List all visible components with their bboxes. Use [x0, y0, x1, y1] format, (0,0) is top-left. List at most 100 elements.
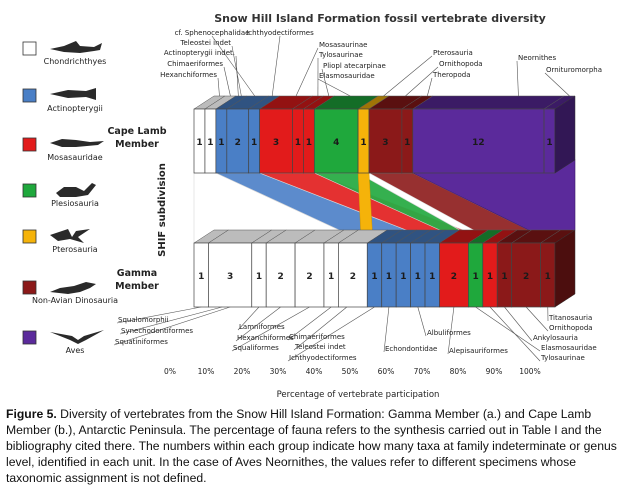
leader-lines [113, 35, 570, 362]
legend: ChondrichthyesActinopterygiiMosasauridae… [22, 41, 118, 355]
label-theropoda-leader [427, 77, 433, 97]
x-axis-label: Percentage of vertebrate participation [277, 390, 440, 400]
gamma-member-segment-7-value: 1 [371, 272, 377, 282]
cape-lamb-member-segment-13-value: 1 [546, 138, 552, 148]
label-elasmosauridae-top-leader [317, 78, 351, 97]
label-squatiniformes-leader [113, 306, 231, 346]
label-squalomorphii-leader [116, 306, 202, 324]
legend-label-non-avian-dinosauria: Non-Avian Dinosauria [32, 296, 118, 305]
label-teleostei-indet-top: Teleostei indet [179, 39, 231, 47]
cape-lamb-member-segment-12 [412, 108, 545, 174]
legend-swatch-plesiosauria [22, 183, 37, 198]
x-tick-8: 80% [450, 367, 467, 376]
gamma-member-segment-9-value: 1 [400, 272, 406, 282]
label-hexanchiformes-top: Hexanchiformes [160, 71, 217, 79]
x-tick-7: 70% [414, 367, 431, 376]
legend-swatch-chondrichthyes [22, 41, 37, 56]
label-pliopl-atecarpinae: Pliopl atecarpinae [323, 62, 386, 70]
label-ornithopoda-bottom-leader [525, 306, 549, 332]
taxon-labels: cf. SphenocephalidaeIchthyodectiformesTe… [115, 29, 602, 362]
gamma-member-segment-1-value: 3 [227, 272, 233, 282]
gamma-member-segment-3-value: 2 [278, 272, 284, 282]
label-tylosaurinae-bottom: Tylosaurinae [540, 354, 585, 362]
label-squaliformes-leader [231, 306, 310, 352]
label-cf-sphenocephalidae: cf. Sphenocephalidae [175, 29, 250, 37]
x-tick-1: 10% [198, 367, 215, 376]
label-chimaeriformes-top: Chimaeriformes [167, 60, 223, 68]
legend-swatch-actinopterygii [22, 88, 37, 103]
cape-lamb-member-segment-2-value: 1 [218, 138, 224, 148]
legend-label-chondrichthyes: Chondrichthyes [44, 57, 107, 66]
gamma-member-segment-16 [511, 242, 541, 308]
caption-label: Figure 5. [6, 407, 57, 421]
label-titanosauria: Titanosauria [548, 314, 592, 322]
label-pterosauria: Pterosauria [433, 49, 473, 57]
label-actinopterygii-indet-leader [235, 55, 239, 97]
mosasauridae-silhouette-icon [50, 139, 104, 147]
label-pterosauria-leader [383, 55, 433, 97]
row-label-gamma-line2: Member [115, 281, 159, 292]
label-ichthyodectiformes-top: Ichthyodectiformes [246, 29, 314, 37]
label-echondontidae-leader [383, 306, 390, 353]
legend-label-actinopterygii: Actinopterygii [47, 104, 103, 113]
label-albuliformes: Albuliformes [427, 329, 471, 337]
label-teleostei-indet-bottom: Teleostei indet [294, 343, 346, 351]
cape-lamb-member-segment-4-value: 1 [251, 138, 257, 148]
row-label-cape-lamb-line1: Cape Lamb [107, 126, 166, 137]
cape-lamb-member-segment-5-value: 3 [273, 138, 279, 148]
cape-lamb-member-segment-0-value: 1 [196, 138, 202, 148]
gamma-member-segment-10-value: 1 [415, 272, 421, 282]
label-ichthyodectiformes-top-leader [271, 35, 281, 97]
plesiosauria-silhouette-icon [56, 183, 96, 197]
cape-lamb-member-segment-10 [368, 108, 403, 174]
cape-lamb-member-segment-10-value: 3 [382, 138, 388, 148]
label-squalomorphii: Squalomorphii [118, 316, 169, 324]
cape-lamb-member-segment-8-value: 4 [333, 138, 339, 148]
label-ornithopoda-bottom: Ornithopoda [549, 324, 593, 332]
label-chimaeriformes-bottom-leader [287, 306, 332, 341]
label-lamniformes-leader [237, 306, 260, 331]
label-alepisauriformes-leader [447, 306, 455, 355]
legend-label-aves: Aves [66, 346, 85, 355]
legend-swatch-mosasauridae [22, 137, 37, 152]
legend-swatch-pterosauria [22, 229, 37, 244]
label-cf-sphenocephalidae-leader [211, 35, 256, 97]
diversity-chart: Snow Hill Island Formation fossil verteb… [22, 12, 602, 400]
actinopterygii-silhouette-icon [50, 88, 96, 100]
cape-lamb-member-segment-9-value: 1 [360, 138, 366, 148]
label-ankylosauria-leader [504, 306, 533, 342]
label-ankylosauria: Ankylosauria [533, 334, 578, 342]
y-axis-label: SHIF subdivision [157, 163, 168, 257]
gamma-member-segment-4-value: 2 [306, 272, 312, 282]
cape-lamb-member-segment-8 [313, 108, 359, 174]
label-elasmosauridae-top: Elasmosauridae [319, 72, 375, 80]
chart-title: Snow Hill Island Formation fossil verteb… [214, 12, 546, 25]
label-squatiniformes: Squatiniformes [115, 338, 168, 346]
label-synechodontiformes: Synechodontiformes [121, 327, 193, 335]
row-label-cape-lamb-line2: Member [115, 139, 159, 150]
gamma-member-segment-13-value: 1 [472, 272, 478, 282]
cape-lamb-member-bar-side [554, 95, 576, 174]
cape-lamb-member-segment-12-value: 12 [472, 138, 485, 148]
label-ornituromorpha: Ornituromorpha [546, 66, 602, 74]
cape-lamb-member-segment-11-value: 1 [404, 138, 410, 148]
x-tick-9: 90% [486, 367, 503, 376]
label-theropoda: Theropoda [432, 71, 471, 79]
row-label-gamma-line1: Gamma [117, 268, 157, 279]
x-tick-5: 50% [342, 367, 359, 376]
label-squaliformes: Squaliformes [233, 344, 279, 352]
label-echondontidae: Echondontidae [385, 345, 437, 353]
cape-lamb-member-segment-1-value: 1 [207, 138, 213, 148]
legend-label-plesiosauria: Plesiosauria [51, 199, 99, 208]
label-ichthyodectiformes-bottom: Ichthyodectiformes [289, 354, 357, 362]
label-actinopterygii-indet: Actinopterygii indet. [164, 49, 235, 57]
gamma-member-segment-12-value: 2 [451, 272, 457, 282]
x-tick-0: 0% [164, 367, 176, 376]
row-connectors [193, 159, 576, 244]
gamma-member-segment-11-value: 1 [429, 272, 435, 282]
legend-swatch-non-avian-dinosauria [22, 280, 37, 295]
gamma-member-segment-4 [294, 242, 325, 308]
non-avian-dinosauria-silhouette-icon [50, 282, 96, 294]
gamma-member-segment-17-value: 1 [545, 272, 551, 282]
